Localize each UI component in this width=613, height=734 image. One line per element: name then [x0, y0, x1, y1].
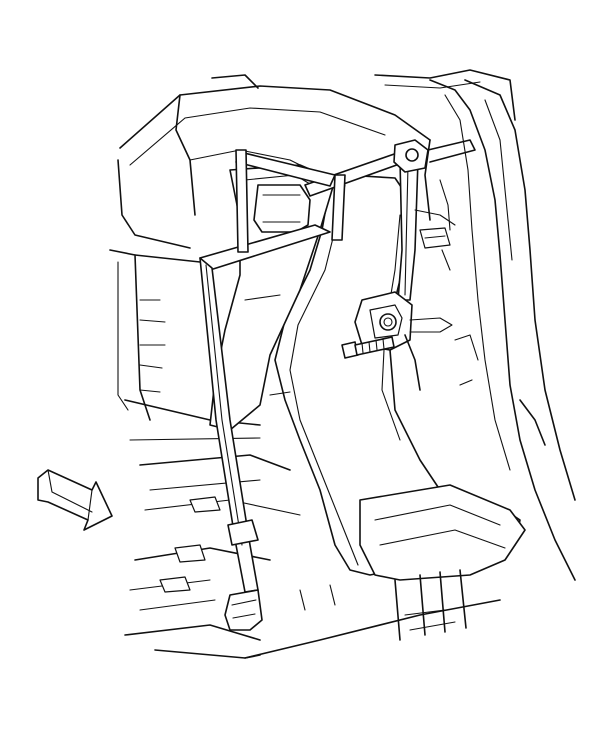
vehicle-body-panel: [109, 69, 516, 659]
retractor-icon: [354, 291, 453, 391]
quarter-trim-pillar: [409, 79, 576, 581]
upper-anchor-icon: [393, 139, 429, 173]
rear-seat-back: [209, 164, 526, 641]
belt-adjuster: [227, 519, 259, 546]
upper-anchor-group: [393, 139, 476, 249]
buckle-latch-icon: [224, 589, 263, 631]
right-vertical-tube: [331, 174, 346, 241]
anchor-bolt-icon: [341, 336, 395, 359]
direction-arrow-icon: [37, 469, 113, 531]
seat-belt-assembly: [199, 149, 419, 631]
left-vertical-tube: [235, 149, 249, 253]
